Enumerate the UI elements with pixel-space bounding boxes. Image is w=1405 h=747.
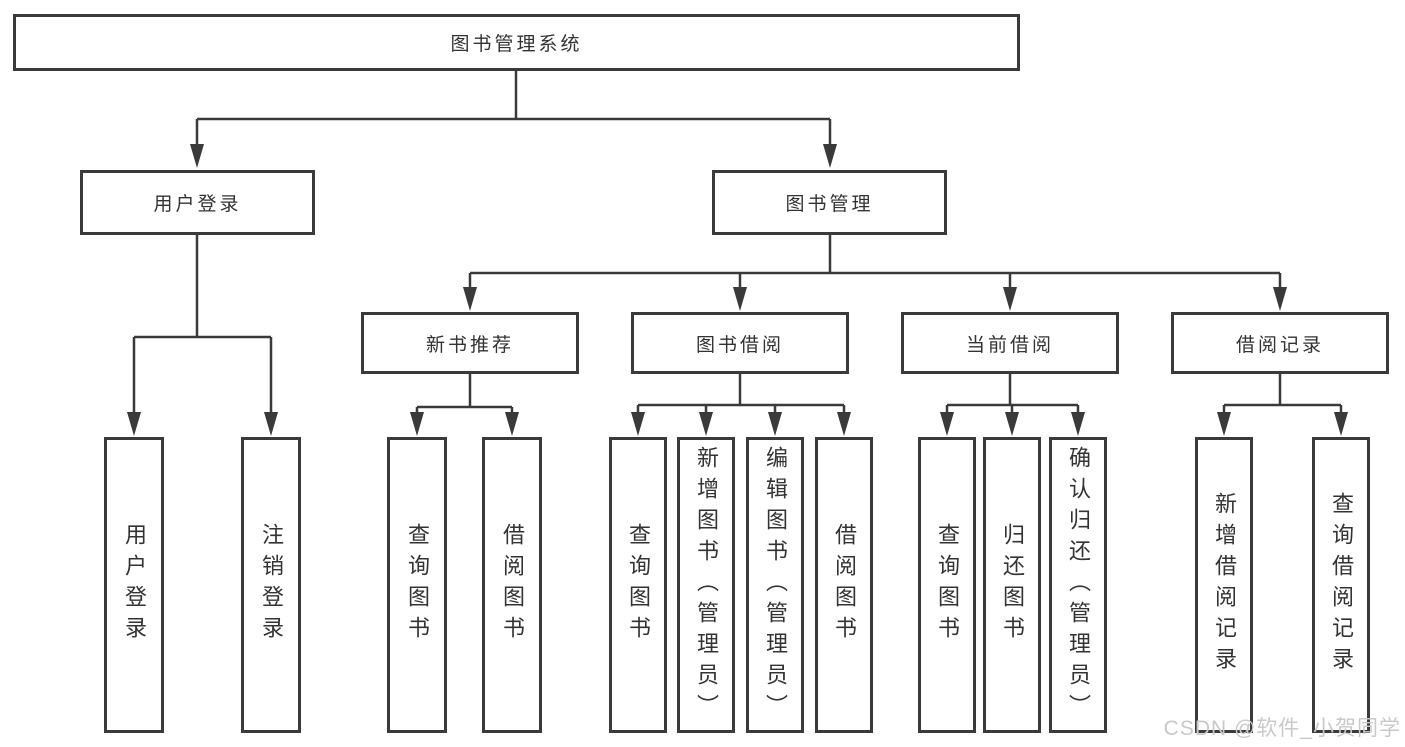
leaf-add-book-admin: 新增图书（管理员） bbox=[677, 437, 735, 733]
leaf-edit-book-admin: 编辑图书（管理员） bbox=[746, 437, 804, 733]
connector-borrow-to-leaves bbox=[636, 374, 846, 420]
leaf-add-borrow-record: 新增借阅记录 bbox=[1195, 437, 1253, 733]
node-book-borrow: 图书借阅 bbox=[631, 312, 849, 374]
connector-records-to-leaves bbox=[1222, 374, 1343, 420]
node-book-management: 图书管理 bbox=[712, 170, 947, 235]
node-borrow-records: 借阅记录 bbox=[1171, 312, 1389, 374]
connector-mgmt-to-level3 bbox=[468, 233, 1282, 292]
connector-root-to-level2 bbox=[195, 71, 832, 150]
connector-current-to-leaves bbox=[945, 374, 1080, 420]
connector-login-to-leaves bbox=[132, 235, 273, 418]
node-new-book-recommend: 新书推荐 bbox=[361, 312, 579, 374]
node-current-borrow: 当前借阅 bbox=[901, 312, 1119, 374]
leaf-query-book-borrow: 查询图书 bbox=[609, 437, 667, 733]
connector-recommend-to-leaves bbox=[415, 374, 514, 420]
leaf-confirm-return-admin: 确认归还（管理员） bbox=[1049, 437, 1107, 733]
leaf-return-book: 归还图书 bbox=[983, 437, 1041, 733]
leaf-borrow-book: 借阅图书 bbox=[815, 437, 873, 733]
leaf-query-borrow-record: 查询借阅记录 bbox=[1312, 437, 1370, 733]
node-library-system: 图书管理系统 bbox=[13, 14, 1020, 71]
watermark: CSDN @软件_小贺同学 bbox=[1163, 717, 1401, 740]
leaf-query-book-current: 查询图书 bbox=[918, 437, 976, 733]
leaf-query-book-recommend: 查询图书 bbox=[387, 437, 447, 733]
leaf-user-login: 用户登录 bbox=[104, 437, 164, 733]
leaf-logout: 注销登录 bbox=[241, 437, 301, 733]
leaf-borrow-book-recommend: 借阅图书 bbox=[482, 437, 542, 733]
node-user-login: 用户登录 bbox=[80, 170, 315, 235]
